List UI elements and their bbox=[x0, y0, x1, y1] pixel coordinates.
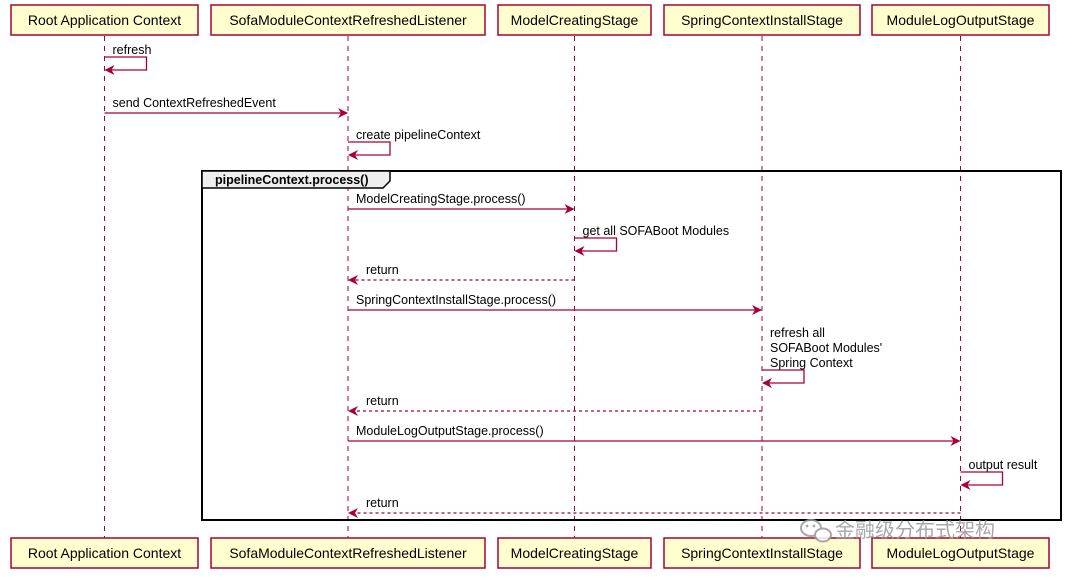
message-label: return bbox=[366, 394, 399, 408]
participant-label: ModelCreatingStage bbox=[511, 12, 639, 28]
participant-box bbox=[210, 4, 486, 36]
participant-label: ModuleLogOutputStage bbox=[887, 545, 1035, 561]
message-9: return bbox=[348, 394, 762, 416]
message-label: output result bbox=[969, 458, 1038, 472]
participant-bottom-model: ModelCreatingStage bbox=[497, 537, 652, 569]
participant-top-root: Root Application Context bbox=[10, 4, 199, 36]
self-arrow bbox=[104, 56, 148, 75]
participant-top-listener: SofaModuleContextRefreshedListener bbox=[210, 4, 486, 36]
participant-bottom-root: Root Application Context bbox=[10, 537, 199, 569]
wechat-icon bbox=[800, 519, 832, 543]
message-label: ModelCreatingStage.process() bbox=[356, 192, 526, 206]
pipeline-frame: pipelineContext.process() bbox=[201, 170, 1062, 521]
participant-box bbox=[497, 537, 652, 569]
participant-box bbox=[663, 537, 861, 569]
participant-label: ModuleLogOutputStage bbox=[887, 12, 1035, 28]
participant-label: SpringContextInstallStage bbox=[681, 12, 843, 28]
participant-box bbox=[10, 4, 199, 36]
participant-box bbox=[10, 537, 199, 569]
message-12: return bbox=[348, 496, 961, 518]
participant-label: SpringContextInstallStage bbox=[681, 545, 843, 561]
participant-bottom-log: ModuleLogOutputStage bbox=[871, 537, 1050, 569]
message-label: Spring Context bbox=[770, 356, 853, 370]
message-11: output result bbox=[960, 458, 1038, 490]
self-arrow bbox=[574, 237, 618, 256]
self-arrow bbox=[762, 369, 805, 388]
message-4: ModelCreatingStage.process() bbox=[348, 192, 575, 214]
message-label: return bbox=[366, 496, 399, 510]
participant-box bbox=[497, 4, 652, 36]
participant-box bbox=[663, 4, 861, 36]
participant-top-log: ModuleLogOutputStage bbox=[871, 4, 1050, 36]
message-label: refresh all bbox=[770, 326, 825, 340]
frame-border bbox=[201, 170, 1062, 521]
message-10: ModuleLogOutputStage.process() bbox=[348, 424, 961, 446]
frame-label: pipelineContext.process() bbox=[215, 173, 369, 187]
participant-box bbox=[871, 537, 1050, 569]
message-label: refresh bbox=[113, 43, 152, 57]
message-1: refresh bbox=[104, 43, 152, 75]
message-5: get all SOFABoot Modules bbox=[574, 224, 730, 256]
message-label: ModuleLogOutputStage.process() bbox=[356, 424, 544, 438]
participant-label: SofaModuleContextRefreshedListener bbox=[229, 545, 467, 561]
participant-label: ModelCreatingStage bbox=[511, 545, 639, 561]
message-7: SpringContextInstallStage.process() bbox=[348, 293, 762, 315]
message-2: send ContextRefreshedEvent bbox=[104, 96, 348, 118]
message-6: return bbox=[348, 263, 575, 285]
message-label: create pipelineContext bbox=[356, 128, 481, 142]
lifelines bbox=[104, 36, 961, 538]
message-3: create pipelineContext bbox=[348, 128, 481, 160]
participant-bottom-listener: SofaModuleContextRefreshedListener bbox=[210, 537, 486, 569]
participant-bottom-spring: SpringContextInstallStage bbox=[663, 537, 861, 569]
frame-tab bbox=[201, 170, 391, 189]
watermark-text: 金融级分布式架构 bbox=[835, 518, 995, 542]
message-label: return bbox=[366, 263, 399, 277]
participant-label: Root Application Context bbox=[28, 545, 181, 561]
participant-top-spring: SpringContextInstallStage bbox=[663, 4, 861, 36]
messages: refresh send ContextRefreshedEvent create … bbox=[104, 43, 1038, 518]
participant-top-model: ModelCreatingStage bbox=[497, 4, 652, 36]
participant-box bbox=[210, 537, 486, 569]
message-label: get all SOFABoot Modules bbox=[583, 224, 730, 238]
message-label: send ContextRefreshedEvent bbox=[113, 96, 277, 110]
self-arrow bbox=[960, 471, 1004, 490]
watermark: 金融级分布式架构 bbox=[800, 518, 995, 543]
message-label: SpringContextInstallStage.process() bbox=[356, 293, 556, 307]
participant-label: Root Application Context bbox=[28, 12, 181, 28]
message-label: SOFABoot Modules' bbox=[770, 341, 882, 355]
self-arrow bbox=[348, 141, 391, 160]
participant-label: SofaModuleContextRefreshedListener bbox=[229, 12, 467, 28]
participant-box bbox=[871, 4, 1050, 36]
